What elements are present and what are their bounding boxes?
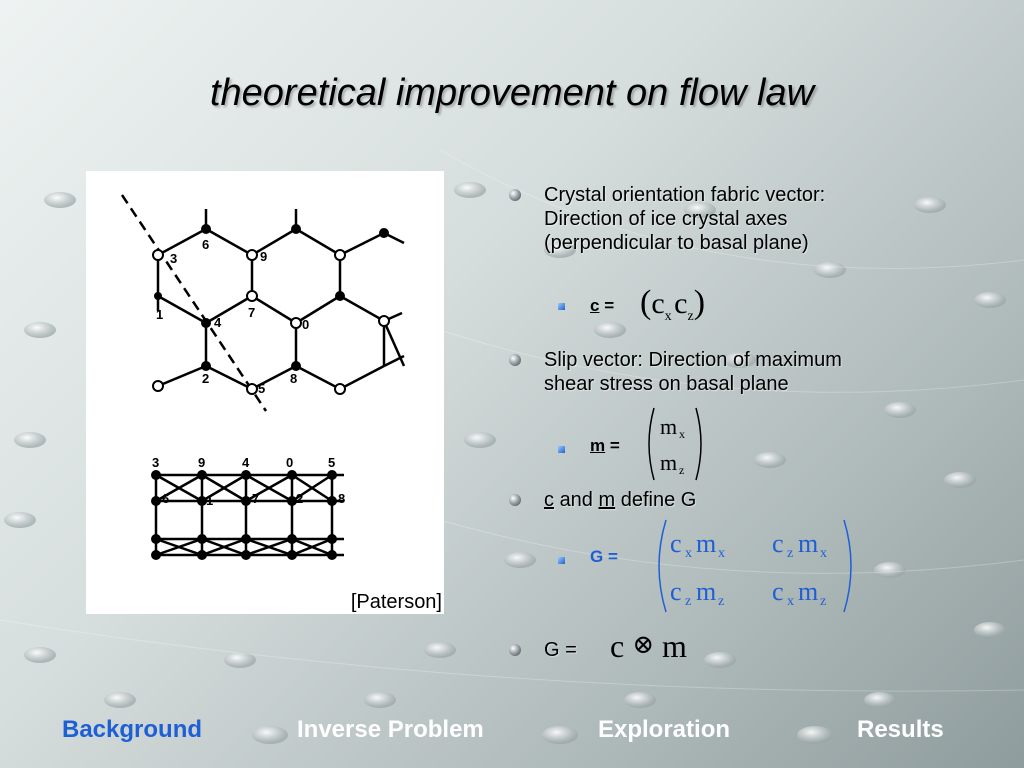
svg-text:c: c [772, 529, 784, 558]
figure-credit: [Paterson] [350, 591, 442, 613]
side-label-1: 1 [206, 493, 213, 508]
g-matrix: c x m x c z m x c z m z c x m z [658, 519, 852, 613]
nav-exploration[interactable]: Exploration [598, 716, 731, 743]
label-6: 6 [202, 237, 209, 252]
label-0: 0 [302, 317, 309, 332]
svg-text:c: c [670, 577, 682, 606]
sub-bullet-icon [558, 446, 565, 453]
bullet-crystal-orientation: Crystal orientation fabric vector: Direc… [544, 183, 825, 255]
side-label-6: 6 [162, 491, 169, 506]
bullet-c-and-m: c and m define G [544, 489, 697, 511]
svg-text:m: m [660, 414, 677, 439]
m-definition-label: m = [590, 436, 620, 455]
svg-text:z: z [718, 594, 724, 609]
side-label-4: 4 [242, 455, 250, 470]
svg-text:z: z [679, 463, 684, 477]
nav-results[interactable]: Results [857, 716, 944, 743]
side-label-2: 2 [296, 491, 303, 506]
label-7: 7 [248, 305, 255, 320]
bullet-line: Slip vector: Direction of maximum [544, 349, 842, 371]
bullet-line: shear stress on basal plane [544, 373, 789, 395]
label-2: 2 [202, 371, 209, 386]
label-8: 8 [290, 371, 297, 386]
svg-text:c: c [670, 529, 682, 558]
svg-text:z: z [685, 594, 691, 609]
side-label-3: 3 [152, 455, 159, 470]
label-4: 4 [214, 315, 222, 330]
svg-text:m: m [798, 577, 818, 606]
c-vector: (cx cz) [640, 284, 706, 324]
svg-text:x: x [787, 594, 794, 609]
sub-bullet-icon [558, 557, 565, 564]
label-1: 1 [156, 307, 163, 322]
side-label-8: 8 [338, 491, 345, 506]
label-9: 9 [260, 249, 267, 264]
svg-text:m: m [696, 529, 716, 558]
side-label-9: 9 [198, 455, 205, 470]
bullet-line: Crystal orientation fabric vector: [544, 184, 826, 206]
svg-text:m: m [798, 529, 818, 558]
otimes-icon: ⊗ [632, 630, 654, 659]
label-3: 3 [170, 251, 177, 266]
bullet-ball-icon [509, 644, 521, 656]
m-vector: m x m z [648, 407, 702, 481]
bullet-line: Direction of ice crystal axes [544, 208, 788, 230]
svg-text:x: x [679, 427, 685, 441]
bullet-ball-icon [509, 189, 521, 201]
svg-text:x: x [718, 546, 725, 561]
svg-text:z: z [820, 594, 826, 609]
lattice-diagram: 6 9 3 4 7 0 2 8 5 1 [120, 194, 406, 560]
bullet-g-equals: G = [544, 639, 577, 661]
svg-text:x: x [820, 546, 827, 561]
svg-text:m: m [660, 450, 677, 475]
bullet-slip-vector: Slip vector: Direction of maximum shear … [544, 348, 842, 396]
svg-text:m: m [696, 577, 716, 606]
svg-text:c: c [772, 577, 784, 606]
label-5: 5 [258, 381, 265, 396]
c-definition-label: c = [590, 296, 615, 315]
slide-title: theoretical improvement on flow law [209, 72, 815, 114]
crystal-lattice-figure: 6 9 3 4 7 0 2 8 5 1 [86, 171, 444, 614]
sub-bullet-icon [558, 303, 565, 310]
g-definition-label: G = [590, 547, 618, 566]
bullet-ball-icon [509, 354, 521, 366]
nav-background[interactable]: Background [62, 716, 203, 743]
side-label-5: 5 [328, 455, 335, 470]
nav-inverse-problem[interactable]: Inverse Problem [297, 716, 484, 743]
svg-text:x: x [685, 546, 692, 561]
bullet-line: (perpendicular to basal plane) [544, 232, 809, 254]
side-label-0: 0 [286, 455, 293, 470]
side-label-7: 7 [252, 491, 259, 506]
svg-text:z: z [787, 546, 793, 561]
tensor-product: c ⊗ m [610, 628, 687, 664]
bullet-ball-icon [509, 494, 521, 506]
